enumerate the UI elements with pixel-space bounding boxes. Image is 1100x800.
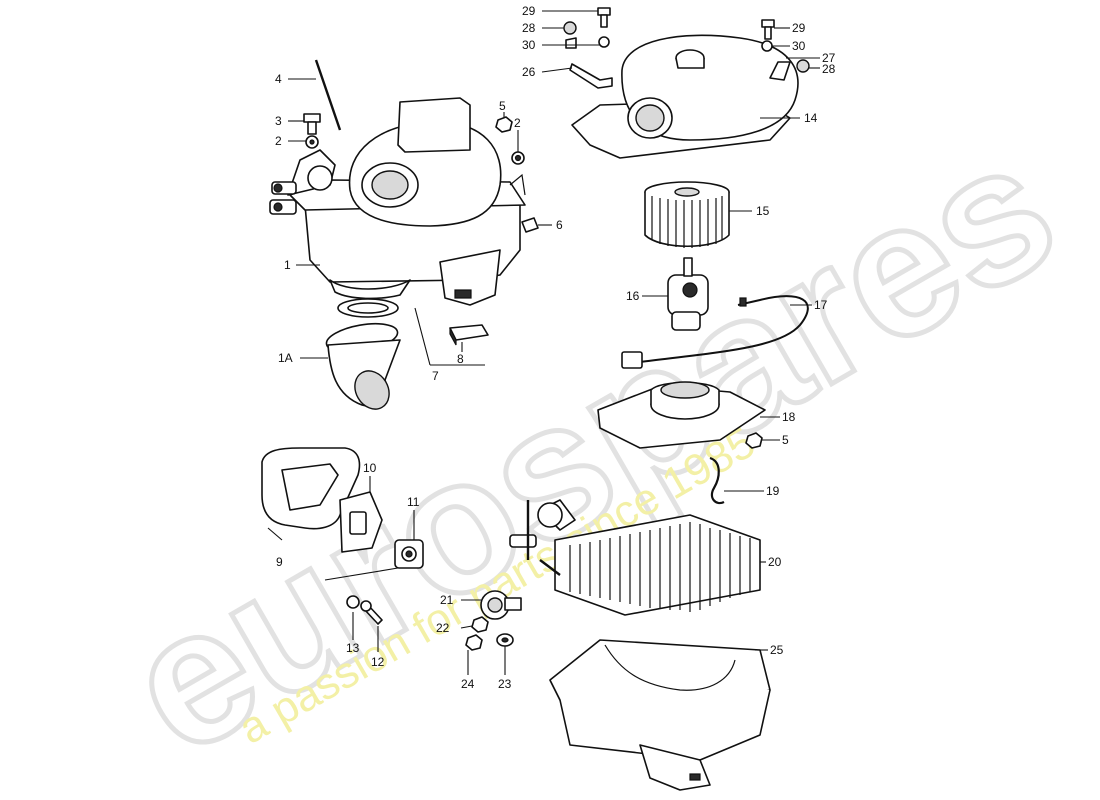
callout-20: 20 bbox=[768, 555, 782, 569]
callout-23: 23 bbox=[498, 677, 512, 691]
callout-30-right: 30 bbox=[792, 39, 806, 53]
intake-funnel-1A bbox=[325, 322, 401, 410]
callout-8: 8 bbox=[457, 352, 464, 366]
callout-18: 18 bbox=[782, 410, 796, 424]
callout-26: 26 bbox=[522, 65, 536, 79]
callout-28-left: 28 bbox=[522, 21, 536, 35]
callout-21: 21 bbox=[440, 593, 454, 607]
flap-actuator-11 bbox=[394, 539, 424, 569]
callout-19: 19 bbox=[766, 484, 780, 498]
callout-12: 12 bbox=[371, 655, 385, 669]
callout-6: 6 bbox=[556, 218, 563, 232]
mounting-plate-18 bbox=[597, 381, 766, 449]
callout-1: 1 bbox=[284, 258, 291, 272]
blower-housing-assembly bbox=[269, 97, 526, 306]
blower-cover-14 bbox=[571, 34, 799, 159]
callout-27: 27 bbox=[822, 51, 836, 65]
callout-3: 3 bbox=[275, 114, 282, 128]
valve-21 bbox=[480, 590, 522, 620]
bolt-3 bbox=[303, 113, 321, 135]
callout-14: 14 bbox=[804, 111, 818, 125]
callout-1A: 1A bbox=[278, 351, 293, 365]
callout-29-left: 29 bbox=[522, 4, 536, 18]
leader-lines bbox=[267, 10, 820, 675]
callout-29-right: 29 bbox=[792, 21, 806, 35]
callout-4: 4 bbox=[275, 72, 282, 86]
callout-16: 16 bbox=[626, 289, 640, 303]
callout-2-right: 2 bbox=[514, 116, 521, 130]
callout-24: 24 bbox=[461, 677, 475, 691]
callout-22: 22 bbox=[436, 621, 450, 635]
callout-11: 11 bbox=[407, 495, 420, 509]
lower-housing-25 bbox=[549, 639, 771, 791]
fan-wheel-15 bbox=[644, 181, 730, 248]
callout-labels: 4 3 2 5 2 6 1 1A 7 8 9 10 11 13 12 29 28… bbox=[275, 4, 836, 691]
callout-13: 13 bbox=[346, 641, 360, 655]
callout-10: 10 bbox=[363, 461, 377, 475]
callout-5-top: 5 bbox=[499, 99, 506, 113]
callout-2-left: 2 bbox=[275, 134, 282, 148]
flap-housing-10 bbox=[339, 491, 383, 553]
callout-30-left: 30 bbox=[522, 38, 536, 52]
blower-motor-16 bbox=[667, 257, 709, 331]
evaporator-20 bbox=[509, 499, 761, 616]
callout-5-bottom: 5 bbox=[782, 433, 789, 447]
callout-25: 25 bbox=[770, 643, 784, 657]
callout-15: 15 bbox=[756, 204, 770, 218]
callout-9: 9 bbox=[276, 555, 283, 569]
callout-17: 17 bbox=[814, 298, 828, 312]
callout-7: 7 bbox=[432, 369, 439, 383]
side-intake-9 bbox=[261, 447, 361, 530]
callout-28-right: 28 bbox=[822, 62, 836, 76]
screw-12 bbox=[360, 600, 383, 625]
